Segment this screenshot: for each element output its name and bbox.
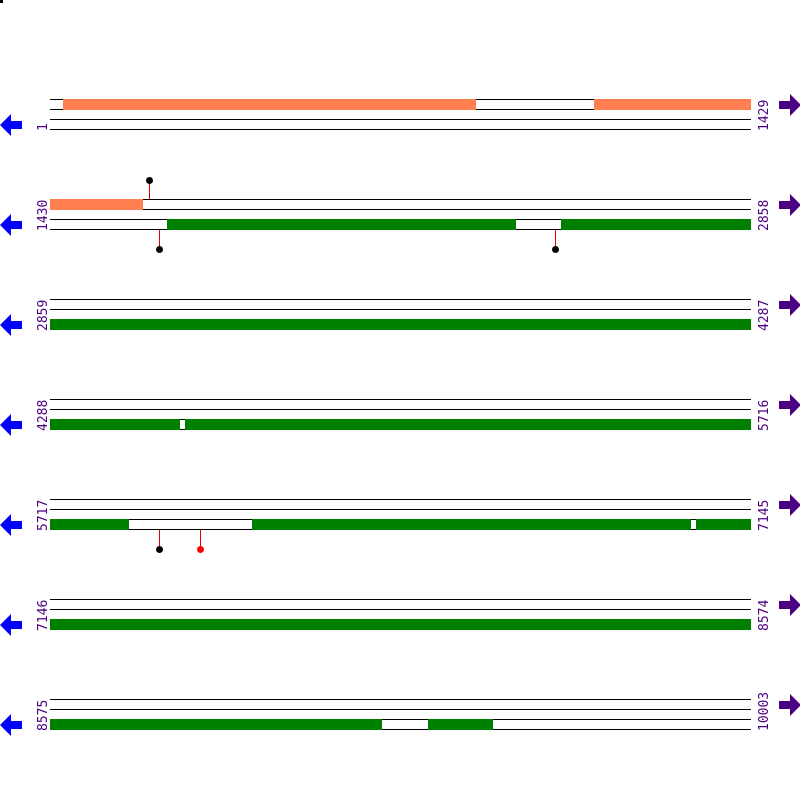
forward-strand-track (50, 499, 751, 510)
feature-segment[interactable] (50, 419, 180, 430)
site-marker-line (200, 530, 201, 548)
feature-segment[interactable] (50, 519, 129, 530)
end-position-label: 4287 (757, 299, 772, 331)
feature-segment[interactable] (561, 219, 751, 230)
feature-segment[interactable] (50, 319, 751, 330)
site-marker-dot[interactable] (197, 546, 204, 553)
reverse-strand-track (50, 719, 751, 730)
end-position-label: 5716 (757, 399, 772, 431)
reverse-strand-track (50, 119, 751, 130)
forward-strand-track (50, 599, 751, 610)
sequence-row: 5717 7145 (0, 494, 800, 599)
arrow-left-icon[interactable] (0, 114, 22, 136)
arrow-left-icon[interactable] (0, 514, 22, 536)
reverse-strand-track (50, 319, 751, 330)
site-marker-line (159, 230, 160, 248)
arrow-left-icon[interactable] (0, 614, 22, 636)
start-position-label: 8575 (36, 699, 51, 731)
forward-strand-track (50, 699, 751, 710)
start-position-label: 5717 (36, 499, 51, 531)
arrow-left-icon[interactable] (0, 714, 22, 736)
site-marker-dot[interactable] (156, 246, 163, 253)
feature-segment[interactable] (428, 719, 493, 730)
sequence-row: 1 1429 (0, 94, 800, 199)
arrow-right-icon[interactable] (779, 294, 800, 316)
sequence-row: 2859 4287 (0, 294, 800, 399)
feature-segment[interactable] (594, 99, 751, 110)
arrow-left-icon[interactable] (0, 214, 22, 236)
start-position-label: 4288 (36, 399, 51, 431)
sequence-row: 1430 2858 (0, 177, 800, 299)
feature-segment[interactable] (252, 519, 691, 530)
start-position-label: 1430 (36, 199, 51, 231)
reverse-strand-track (50, 619, 751, 630)
site-marker-line (159, 530, 160, 548)
site-marker-dot[interactable] (146, 177, 153, 184)
feature-segment[interactable] (50, 619, 751, 630)
sequence-row: 7146 8574 (0, 594, 800, 699)
end-position-label: 2858 (757, 199, 772, 231)
arrow-right-icon[interactable] (779, 394, 800, 416)
sequence-row: 8575 10003 (0, 692, 800, 799)
site-marker-dot[interactable] (156, 546, 163, 553)
site-marker-line (555, 230, 556, 248)
arrow-left-icon[interactable] (0, 414, 22, 436)
end-position-label: 8574 (757, 599, 772, 631)
end-position-label: 10003 (757, 691, 772, 731)
feature-segment[interactable] (50, 719, 382, 730)
start-position-label: 2859 (36, 299, 51, 331)
arrow-left-icon[interactable] (0, 314, 22, 336)
feature-segment[interactable] (63, 99, 476, 110)
arrow-right-icon[interactable] (779, 94, 800, 116)
site-marker-dot[interactable] (552, 246, 559, 253)
feature-segment[interactable] (50, 199, 143, 210)
site-marker-line (149, 181, 150, 199)
start-position-label: 7146 (36, 599, 51, 631)
arrow-right-icon[interactable] (779, 194, 800, 216)
forward-strand-track (50, 199, 751, 210)
feature-segment[interactable] (185, 419, 751, 430)
arrow-right-icon[interactable] (779, 694, 800, 716)
end-position-label: 7145 (757, 499, 772, 531)
reverse-strand-track (50, 519, 751, 530)
arrow-right-icon[interactable] (779, 494, 800, 516)
feature-segment[interactable] (167, 219, 516, 230)
start-position-label: 1 (36, 123, 51, 131)
feature-segment[interactable] (696, 519, 751, 530)
arrow-right-icon[interactable] (779, 594, 800, 616)
reverse-strand-track (50, 219, 751, 230)
corner-marker (0, 0, 3, 3)
forward-strand-track (50, 399, 751, 410)
forward-strand-track (50, 99, 751, 110)
forward-strand-track (50, 299, 751, 310)
reverse-strand-track (50, 419, 751, 430)
sequence-row: 4288 5716 (0, 394, 800, 499)
end-position-label: 1429 (757, 99, 772, 131)
